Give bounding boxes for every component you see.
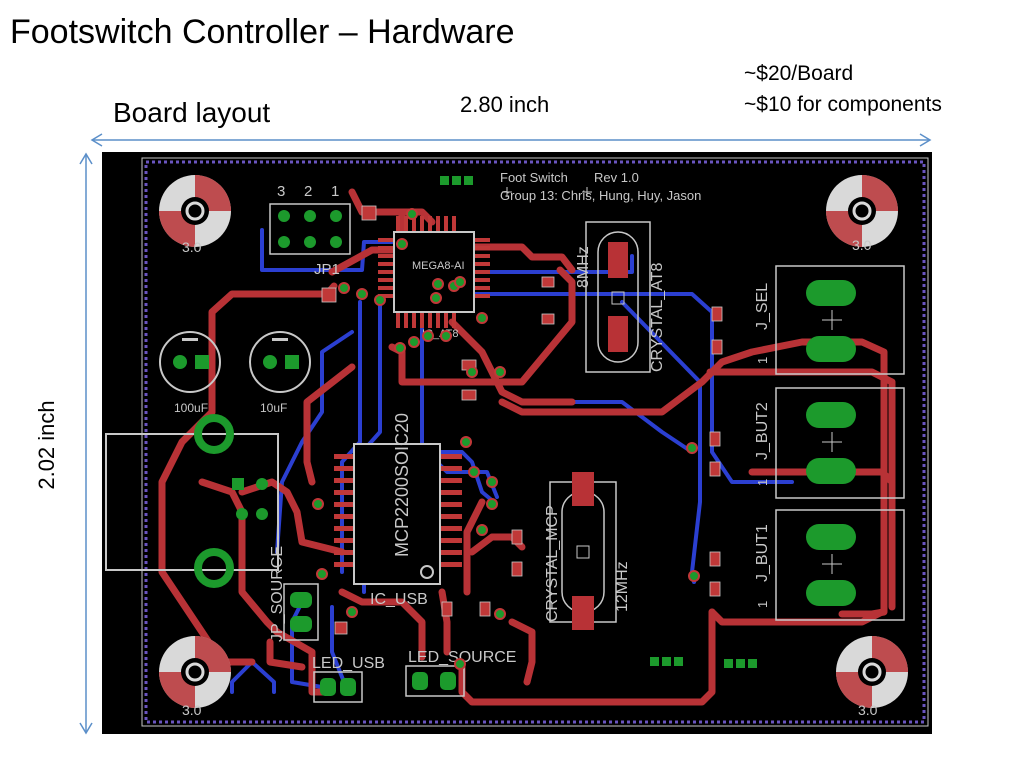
led-source [405,665,465,697]
mounting-hole-bottom-left [159,636,231,708]
capacitor-10uf [249,331,311,393]
vias [312,208,700,670]
mcp2200-ic [334,443,462,585]
slide-title: Footswitch Controller – Hardware [10,13,515,51]
jp1-pin-1: 1 [331,183,339,200]
crystal-mcp-frequency: 12MHz [614,561,631,612]
jp-source-label: JP_SOURCE [269,546,286,642]
crystal-mcp [549,472,617,630]
jp1-label: JP1 [314,261,340,278]
hole-label-bl: 3.0 [182,702,202,718]
jack-j-but1-pin: 1 [755,601,770,608]
board-width-label: 2.80 inch [460,92,550,117]
jack-j-sel [775,265,905,375]
crystal-mcp-label: CRYSTAL_MCP [544,505,561,622]
jack-j-sel-pin: 1 [755,357,770,364]
jack-j-but2-pin: 1 [755,479,770,486]
crystal-at8-frequency: 8MHz [575,246,592,288]
jack-j-but1-label: J_BUT1 [754,524,771,582]
jack-j-but2 [775,387,905,499]
top-copper-traces [158,188,896,706]
jack-j-sel-label: J_SEL [754,283,771,330]
jack-j-but2-label: J_BUT2 [754,402,771,460]
hole-label-br: 3.0 [858,702,878,718]
crystal-at8 [585,221,651,373]
ic-usb-label: IC_USB [370,591,428,608]
led-source-label: LED_SOURCE [408,649,516,666]
smd-capacitors [321,205,723,635]
led-usb-label: LED_USB [312,655,385,672]
test-pad-row-bottom-b [724,659,757,668]
test-pad-row-top [440,176,473,185]
pcb-artwork: 3.0 3.0 3.0 3.0 Foot Switch Rev 1.0 Grou… [105,157,929,727]
jp-source-connector [283,583,319,641]
mcp2200-label: MCP2200SOIC20 [392,413,412,557]
jp1-pin-3: 3 [277,183,285,200]
hole-label-tr: 3.0 [852,237,872,253]
slide-subtitle: Board layout [113,97,271,128]
mounting-holes [159,175,908,708]
mounting-hole-top-right [826,175,898,247]
mounting-hole-bottom-right [836,636,908,708]
cost-per-board: ~$20/Board [744,62,854,85]
pcb-board-layout: 3.0 3.0 3.0 3.0 Foot Switch Rev 1.0 Grou… [102,152,932,734]
led-usb [313,671,363,703]
usb-connector [105,414,279,588]
capacitor-100uf [159,331,221,393]
mega8-ic [378,216,490,328]
capacitor-10uf-label: 10uF [260,401,287,415]
board-outline [144,160,926,724]
jack-j-but1 [775,509,905,621]
header-team: Group 13: Chris, Hung, Huy, Jason [500,188,701,203]
mega8-label: MEGA8-AI [412,260,465,272]
crystal-at8-label: CRYSTAL_AT8 [649,263,666,372]
header-project-name: Foot Switch [500,170,568,185]
test-pad-row-bottom-a [650,657,683,666]
capacitor-100uf-label: 100uF [174,401,208,415]
header-revision: Rev 1.0 [594,170,639,185]
jp1-connector [269,203,351,255]
cost-summary: ~$20/Board ~$10 for components [744,58,942,120]
hole-label-tl: 3.0 [182,239,202,255]
mounting-hole-top-left [159,175,231,247]
jp1-pin-2: 2 [304,183,312,200]
cost-components: ~$10 for components [744,93,942,116]
